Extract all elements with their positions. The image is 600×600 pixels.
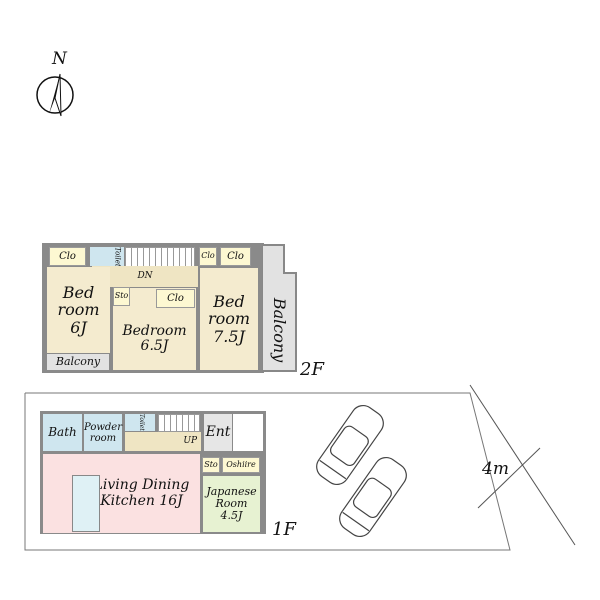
powder-room: Powder room bbox=[84, 414, 122, 451]
closet: Clo bbox=[199, 247, 217, 266]
hallway: DN bbox=[92, 266, 198, 287]
closet: Clo bbox=[49, 247, 86, 266]
floor-1-label: 1F bbox=[272, 519, 296, 540]
bedroom-6j: Bed room 6J bbox=[47, 267, 110, 353]
porch bbox=[233, 414, 263, 451]
floor-2-label: 2F bbox=[300, 359, 324, 380]
bedroom-7-5j: Bed room 7.5J bbox=[200, 268, 258, 370]
living-dining-kitchen: Living Dining Kitchen 16J bbox=[43, 454, 200, 533]
road-width-label: 4m bbox=[482, 459, 509, 479]
car-icon bbox=[316, 404, 407, 538]
bath: Bath bbox=[43, 414, 82, 451]
closet: Clo bbox=[220, 247, 251, 266]
toilet: Toilet bbox=[125, 414, 155, 431]
balcony-right-outline bbox=[262, 244, 297, 372]
stairs-up-label: UP bbox=[183, 435, 197, 446]
entrance: Ent bbox=[204, 414, 232, 451]
stairs bbox=[158, 414, 200, 432]
north-compass-icon bbox=[36, 73, 74, 117]
oshiire-closet: Oshiire bbox=[222, 457, 260, 473]
storage: Sto bbox=[202, 457, 220, 473]
hallway: UP bbox=[125, 432, 201, 451]
storage: Sto bbox=[113, 287, 130, 306]
closet: Clo bbox=[156, 289, 195, 308]
japanese-room: Japanese Room 4.5J bbox=[203, 476, 260, 532]
compass-north-label: N bbox=[52, 49, 67, 69]
balcony-left: Balcony bbox=[47, 354, 109, 370]
stairs-down-label: DN bbox=[137, 270, 153, 281]
kitchen-counter bbox=[72, 475, 100, 532]
toilet: Toilet bbox=[90, 247, 124, 266]
